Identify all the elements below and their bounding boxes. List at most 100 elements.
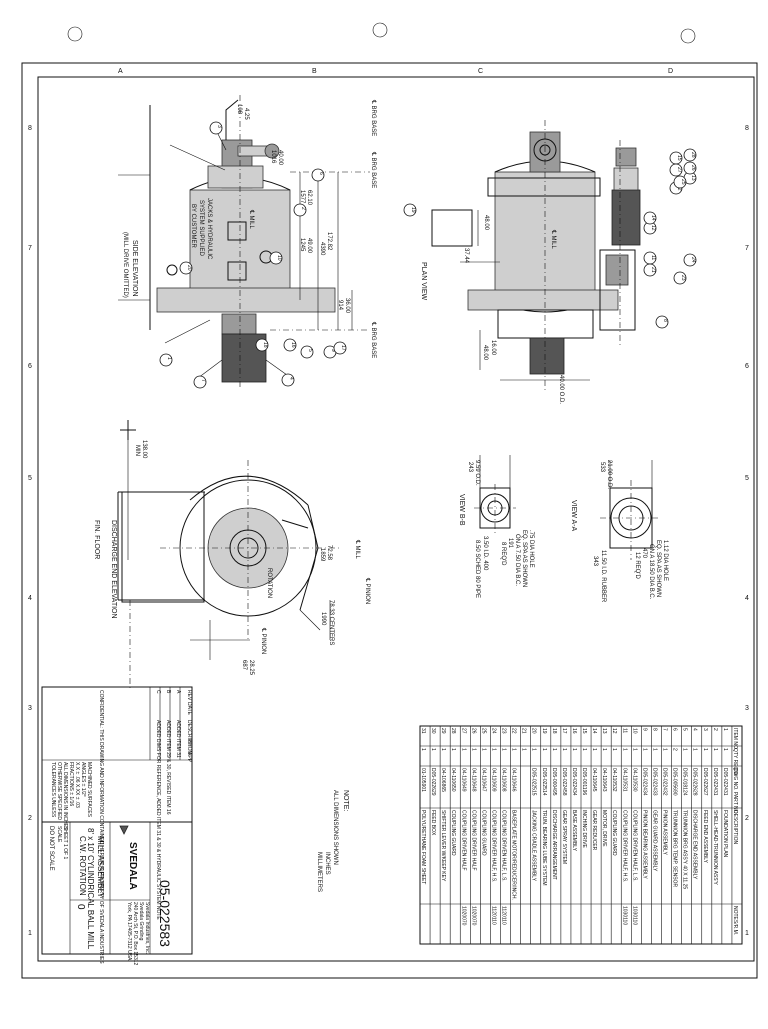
brg-base-label-3: ℄ BRG BASE bbox=[370, 99, 376, 136]
item-bubble-18: 18 bbox=[255, 338, 269, 352]
vb-pipe: 8.50 SCHED 80 PIPE bbox=[474, 540, 480, 598]
revision-cell: B bbox=[165, 690, 171, 694]
bom-cell: 04-106865 bbox=[440, 768, 446, 792]
tol-1: TOLERANCES UNLESS bbox=[50, 762, 56, 818]
item-bubble-17: 17 bbox=[333, 341, 347, 355]
drive-base bbox=[599, 249, 636, 331]
bom-cell: D05-022458 bbox=[561, 768, 567, 796]
zone-left-1: 1 bbox=[28, 930, 32, 937]
zone-left-6: 6 bbox=[28, 363, 32, 370]
bom-cell: GEAR SPRAY SYSTEM bbox=[561, 810, 567, 864]
zone-right-7: 7 bbox=[745, 245, 749, 252]
item-bubble-8: 8 bbox=[655, 315, 669, 329]
bom-cell: 04-110645 bbox=[591, 768, 597, 792]
item-bubble-label: 10 bbox=[276, 255, 282, 261]
item-bubble-28: 28 bbox=[683, 148, 697, 162]
note-line-2: INCHES bbox=[324, 852, 330, 875]
bom-cell: DISCHARGE ARRANGEMENT bbox=[551, 810, 557, 880]
va-343: 343 bbox=[592, 556, 598, 567]
item-bubble-label: 4 bbox=[288, 377, 294, 380]
hydraulic-unit bbox=[431, 209, 473, 247]
bom-cell: PINION ASSEMBLY bbox=[662, 810, 668, 856]
bom-cell: 1 bbox=[651, 748, 657, 751]
bom-cell: 1030110 bbox=[621, 906, 627, 925]
bom-cell: COUPLING GUARD bbox=[611, 810, 617, 856]
zone-left-8: 8 bbox=[28, 125, 32, 132]
revision-cell: ADDED DIMS FOR REFERENCE, ADDED ITEM 31 … bbox=[155, 720, 161, 920]
title-frame bbox=[41, 821, 193, 955]
item-bubble-19: 19 bbox=[403, 203, 417, 217]
item-bubble-27: 27 bbox=[669, 163, 683, 177]
item-bubble-label: 16 bbox=[290, 342, 296, 348]
bom-header-2: DWG NO. PART NO. bbox=[732, 768, 738, 815]
bom-cell: MOTOR, DRIVE bbox=[601, 810, 607, 847]
item-bubble-24: 24 bbox=[683, 253, 697, 267]
bom-cell: 31 bbox=[420, 728, 426, 734]
bom-cell: 1 bbox=[420, 748, 426, 751]
side-elevation-view bbox=[118, 95, 370, 390]
bom-cell: COUPLING DRIVER HALF, H.S. bbox=[490, 810, 496, 883]
bom-cell: 3 bbox=[702, 728, 708, 731]
tol-2: OTHERWISE SPECIFIED bbox=[56, 762, 62, 820]
item-bubble-11: 11 bbox=[643, 251, 657, 265]
bom-cell: D05-001196 bbox=[581, 768, 587, 795]
item-bubble-label: 17 bbox=[340, 345, 346, 351]
item-bubble-label: 19 bbox=[410, 207, 416, 213]
inner-border bbox=[37, 76, 755, 962]
view-a-a bbox=[600, 460, 660, 560]
bom-cell: D05-022627 bbox=[702, 768, 708, 796]
drawing-title-2: 8' x 10' CYLINDRICAL BALL MILL bbox=[86, 828, 95, 950]
bom-cell: D05-022434 bbox=[641, 768, 647, 796]
plan-view-title: PLAN VIEW bbox=[420, 262, 427, 301]
revision-header-3: BY bbox=[186, 740, 192, 747]
note-title: NOTE: bbox=[342, 790, 349, 811]
bom-cell: D05-022431 bbox=[722, 768, 728, 796]
bom-cell: 1 bbox=[611, 748, 617, 751]
zone-left-3: 3 bbox=[28, 705, 32, 712]
bom-cell: 1 bbox=[571, 748, 577, 751]
punch-hole-right-icon bbox=[680, 28, 696, 44]
bom-cell: FOUNDATION PLAN bbox=[722, 810, 728, 858]
gear-ring bbox=[156, 287, 336, 313]
item-bubble-label: 9 bbox=[330, 349, 336, 352]
bom-cell: 1 bbox=[450, 748, 456, 751]
bom-cell: 1 bbox=[521, 748, 527, 751]
bom-cell: 19 bbox=[541, 728, 547, 734]
item-bubble-label: 27 bbox=[676, 167, 682, 173]
zone-right-1: 1 bbox=[745, 930, 749, 937]
drawing-number: 05-022583 bbox=[157, 880, 173, 947]
bom-cell: 1 bbox=[480, 748, 486, 751]
bom-cell: 13 bbox=[601, 728, 607, 734]
bom-cell: D05-005690 bbox=[672, 768, 678, 796]
bom-cell: 1 bbox=[631, 748, 637, 751]
mill-centerline-label: ℄ MILL bbox=[248, 209, 254, 230]
bom-cell: 1 bbox=[460, 748, 466, 751]
bom-cell: INCHING DRIVE bbox=[581, 810, 587, 848]
dim-4390: 4390 bbox=[319, 242, 325, 256]
drawing-title-3: C.W. ROTATION bbox=[78, 836, 87, 896]
bom-cell: 27 bbox=[460, 728, 466, 734]
item-bubble-5: 5 bbox=[300, 345, 314, 359]
address-2: York, PA 17405-7312 USA bbox=[126, 902, 132, 961]
plan-gear bbox=[467, 289, 619, 311]
dim-72-58: 72.58 bbox=[326, 545, 332, 561]
bom-row: 211 bbox=[521, 728, 527, 751]
bom-cell: 5 bbox=[682, 728, 688, 731]
bom-cell: 2 bbox=[712, 728, 718, 731]
va-12-reqd: 12 REQ'D bbox=[634, 552, 640, 579]
pinion-centerline-2: ℄ PINION bbox=[260, 627, 266, 654]
note-line-1: ALL DIMENSIONS SHOWN bbox=[332, 790, 338, 865]
item-bubble-20: 20 bbox=[179, 261, 193, 275]
item-bubble-label: 2 bbox=[300, 207, 306, 210]
